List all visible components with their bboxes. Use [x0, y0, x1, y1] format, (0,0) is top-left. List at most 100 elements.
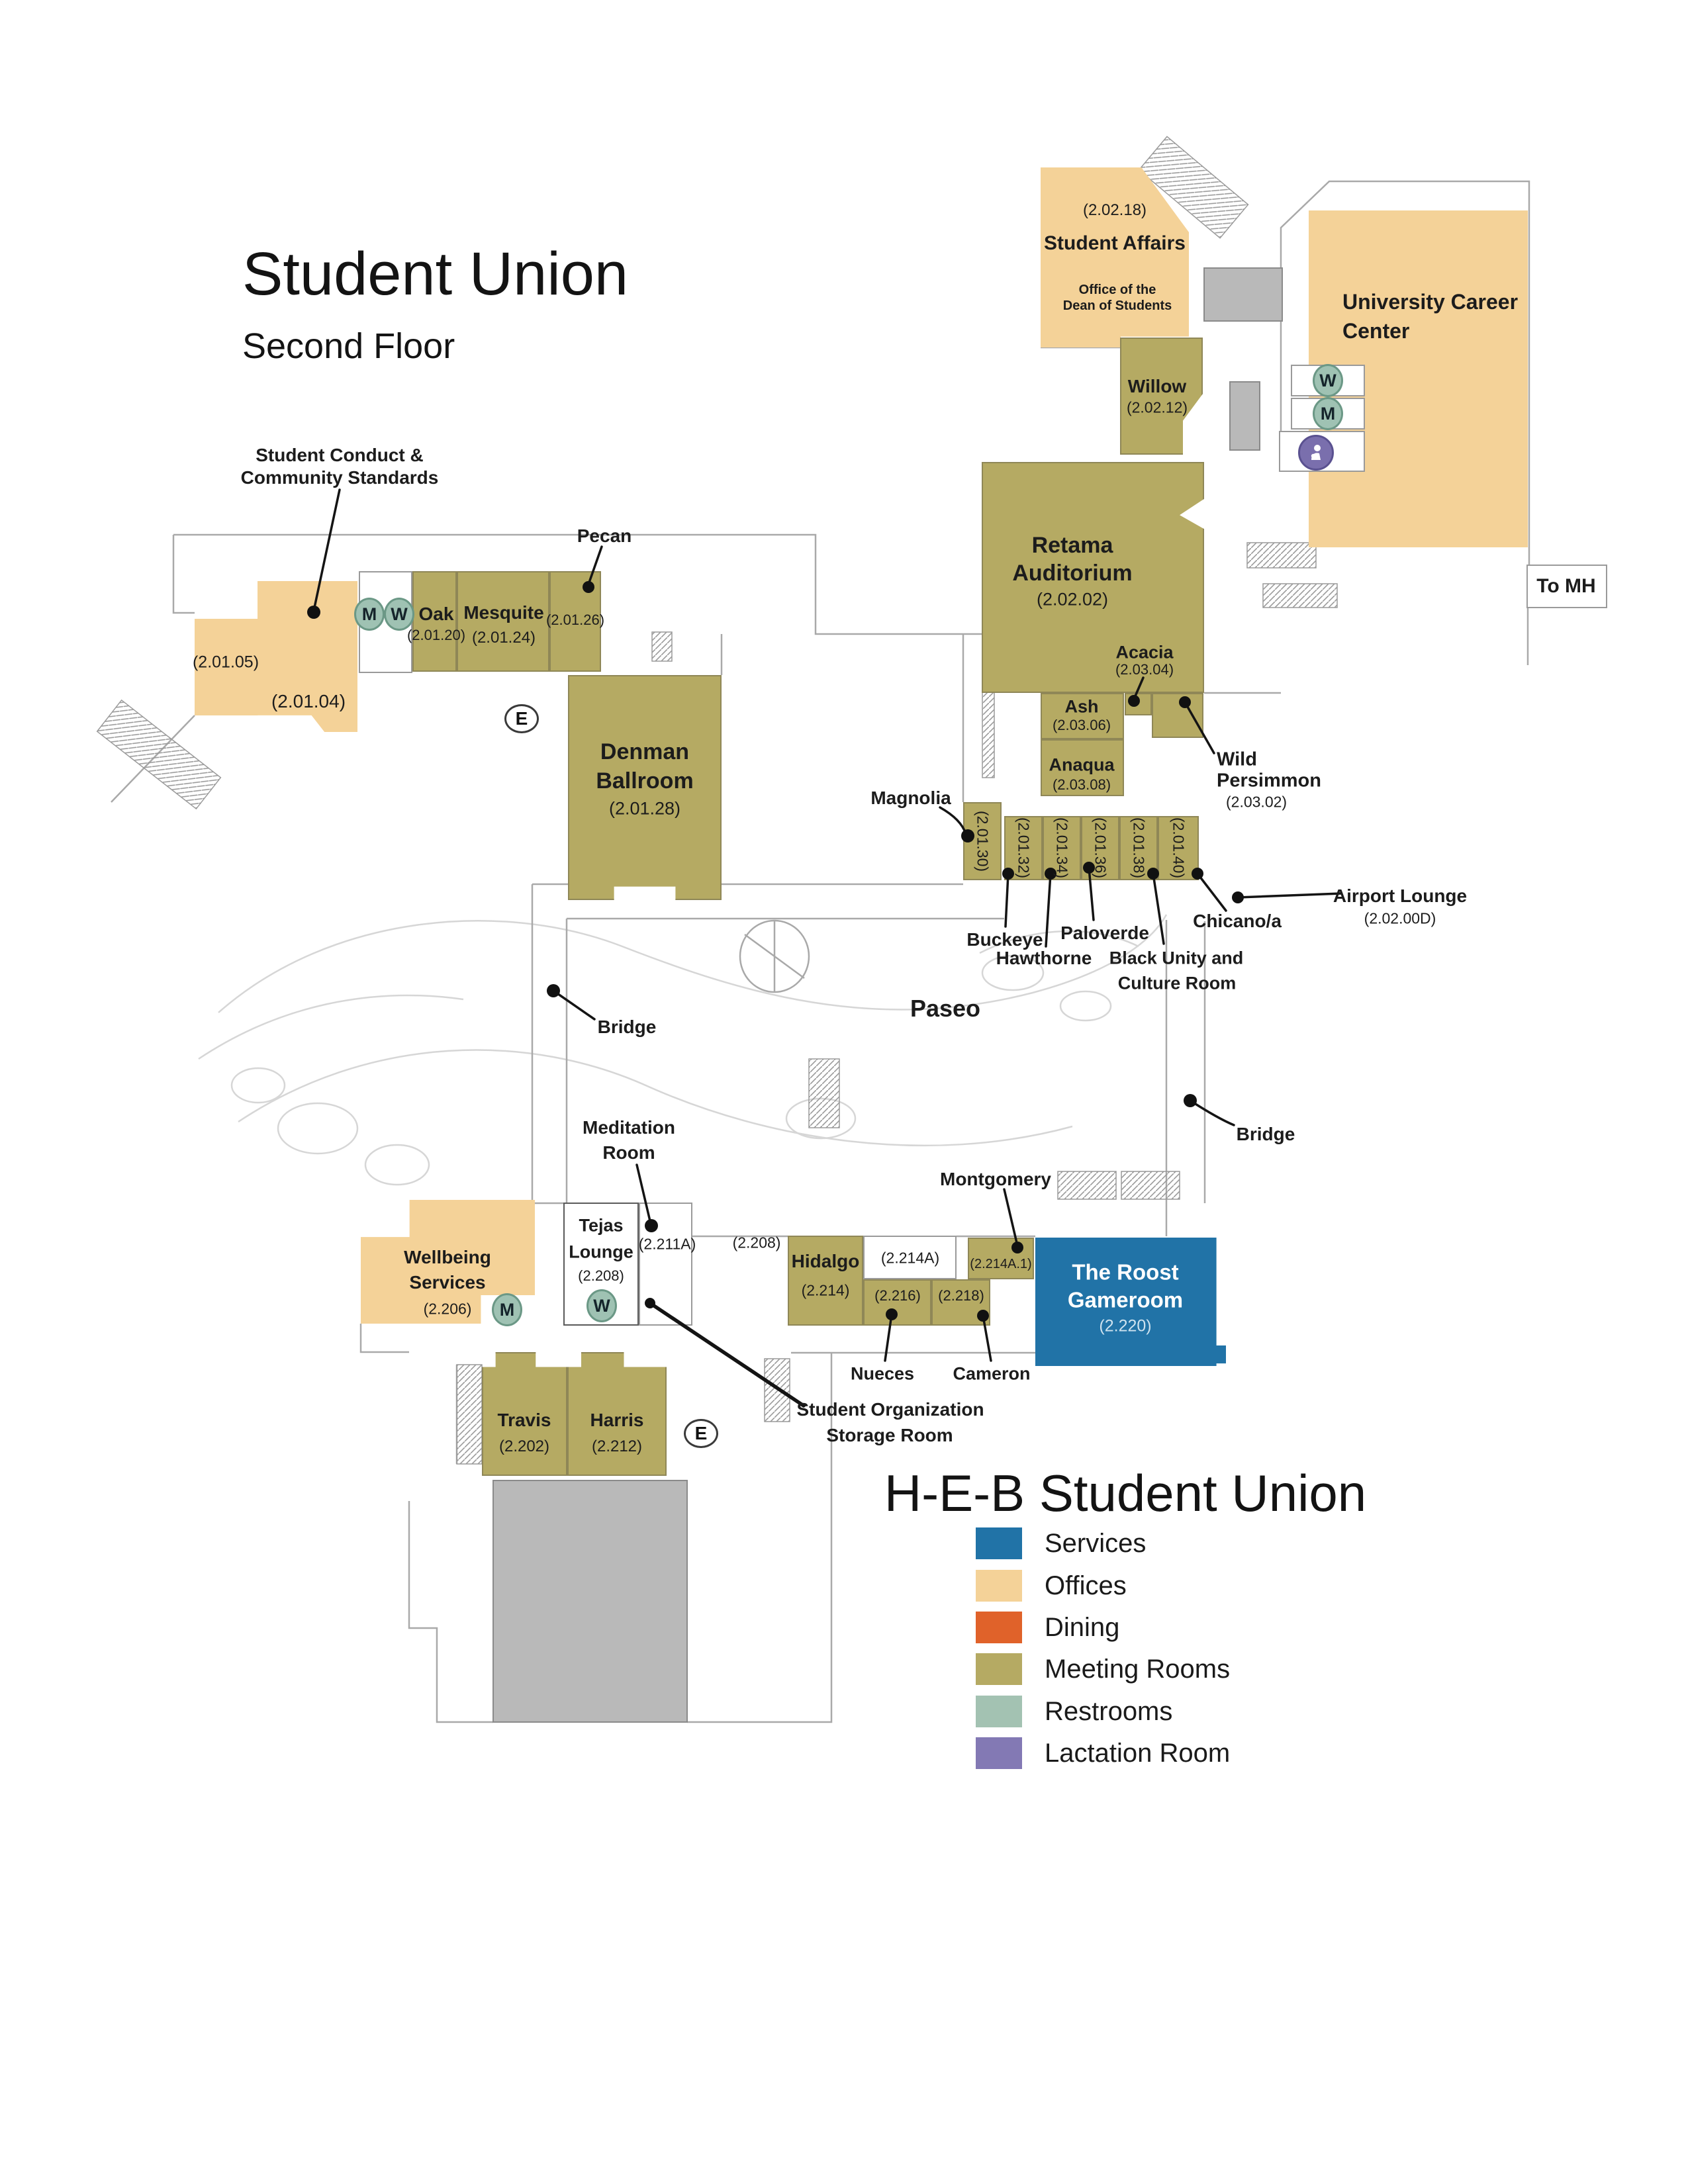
callout-airport-lounge: Airport Lounge — [1333, 886, 1468, 906]
label-code-2-01-04: (2.01.04) — [271, 691, 346, 711]
room-oak — [412, 571, 457, 672]
room-2-01-04-student-conduct — [258, 581, 357, 732]
room-denman-ballroom — [568, 675, 722, 900]
label-roost: The Roost — [1072, 1259, 1179, 1285]
label-code-2-214A: (2.214A) — [880, 1249, 940, 1267]
label-career-center-2: Center — [1342, 319, 1410, 343]
callout-bridge-left: Bridge — [597, 1017, 657, 1037]
callout-meditation-room: Meditation — [583, 1117, 675, 1138]
room-retama-auditorium — [982, 462, 1204, 693]
legend-swatch-lactation-room — [976, 1737, 1022, 1769]
room-2-216 — [863, 1279, 931, 1326]
stairs — [96, 136, 1338, 1465]
legend-item-offices: Offices — [976, 1570, 1127, 1602]
label-code-2-01-34: (2.01.34) — [1053, 817, 1071, 879]
callout-airport-lounge-code: (2.02.00D) — [1364, 909, 1436, 927]
label-paseo: Paseo — [910, 995, 981, 1022]
label-code-2-216: (2.216) — [874, 1287, 921, 1304]
label-wellbeing-2: Services — [409, 1272, 486, 1293]
label-code-2-218: (2.218) — [938, 1287, 984, 1304]
label-roost-2: Gameroom — [1067, 1287, 1184, 1312]
label-sa-office-2: Dean of Students — [1062, 298, 1172, 313]
lactation-room-icon — [1298, 435, 1334, 471]
legend-item-services: Services — [976, 1527, 1146, 1559]
womens-restroom-icon: W — [384, 598, 414, 631]
legend-item-meeting-rooms: Meeting Rooms — [976, 1653, 1230, 1685]
footer-title: H-E-B Student Union — [884, 1464, 1367, 1522]
callout-storage-room: Student Organization — [796, 1399, 984, 1420]
legend-label-lactation-room: Lactation Room — [1045, 1738, 1231, 1768]
room-mesquite — [457, 571, 549, 672]
label-mesquite-code: (2.01.24) — [471, 629, 536, 647]
room-ash — [1041, 693, 1124, 739]
callout-black-unity-2: Culture Room — [1117, 973, 1237, 993]
label-wellbeing: Wellbeing — [404, 1247, 491, 1267]
label-willow: Willow — [1127, 376, 1187, 396]
label-oak: Oak — [418, 604, 454, 624]
callout-paloverde: Paloverde — [1060, 923, 1149, 943]
label-travis-code: (2.202) — [498, 1437, 550, 1455]
label-code-2-01-30: (2.01.30) — [974, 810, 992, 872]
label-pecan-code: (2.01.26) — [545, 612, 605, 628]
callout-buckeye: Buckeye — [966, 929, 1043, 950]
page-title: Student Union — [242, 240, 629, 308]
elevator-icon: E — [504, 704, 539, 733]
legend-label-offices: Offices — [1045, 1570, 1127, 1600]
label-anaqua-code: (2.03.08) — [1052, 776, 1111, 793]
label-oak-code: (2.01.20) — [406, 627, 466, 643]
callout-cameron: Cameron — [953, 1363, 1031, 1384]
label-sa-code: (2.02.18) — [1082, 201, 1147, 219]
room-wild-persimmon — [1152, 693, 1203, 738]
label-career-center: University Career — [1342, 290, 1519, 314]
legend-swatch-dining — [976, 1612, 1022, 1643]
nursing-figure-icon — [1311, 445, 1321, 460]
label-code-2-214A-1: (2.214A.1) — [970, 1257, 1032, 1271]
page-subtitle: Second Floor — [242, 326, 455, 366]
callout-student-conduct: Student Conduct & — [256, 445, 424, 465]
callout-montgomery: Montgomery — [940, 1169, 1051, 1189]
callout-bridge-right: Bridge — [1236, 1124, 1295, 1144]
label-retama: Retama — [1031, 533, 1113, 558]
label-tejas: Tejas — [579, 1215, 624, 1236]
legend-swatch-offices — [976, 1570, 1022, 1602]
legend-swatch-meeting-rooms — [976, 1653, 1022, 1685]
label-willow-code: (2.02.12) — [1126, 398, 1188, 416]
room-roost-gameroom — [1035, 1238, 1226, 1366]
mens-restroom-icon: M — [492, 1293, 522, 1326]
label-ash: Ash — [1064, 696, 1099, 717]
callout-acacia-code: (2.03.04) — [1115, 661, 1174, 678]
label-corridor-2-208: (2.208) — [732, 1234, 781, 1251]
label-harris: Harris — [590, 1410, 644, 1430]
legend-label-services: Services — [1045, 1528, 1147, 1558]
legend-item-lactation-room: Lactation Room — [976, 1737, 1230, 1769]
label-ash-code: (2.03.06) — [1052, 717, 1111, 733]
label-to-mh: To MH — [1536, 575, 1596, 597]
room-2-214A-1 — [968, 1238, 1034, 1279]
mens-restroom-icon: M — [1313, 397, 1343, 430]
legend-swatch-restrooms — [976, 1696, 1022, 1727]
elevator-icon: E — [684, 1419, 718, 1448]
label-code-2-01-36: (2.01.36) — [1092, 817, 1109, 879]
callout-chicano: Chicano/a — [1193, 911, 1282, 931]
legend-label-dining: Dining — [1045, 1612, 1120, 1642]
room-travis — [482, 1352, 567, 1476]
callout-student-conduct-2: Community Standards — [240, 467, 439, 488]
callout-storage-room-2: Storage Room — [826, 1425, 953, 1445]
label-travis: Travis — [497, 1410, 551, 1430]
paseo-landscape-curves — [198, 914, 1168, 1186]
label-code-2-01-32: (2.01.32) — [1015, 817, 1033, 879]
label-retama-2: Auditorium — [1012, 561, 1133, 586]
legend-swatch-services — [976, 1527, 1022, 1559]
callout-magnolia: Magnolia — [870, 788, 951, 808]
label-hidalgo: Hidalgo — [791, 1251, 860, 1271]
callout-wild-persimmon: Wild — [1217, 749, 1257, 770]
label-mesquite: Mesquite — [463, 602, 544, 623]
label-code-2-01-05: (2.01.05) — [192, 653, 259, 672]
label-tejas-2: Lounge — [569, 1242, 633, 1262]
room-harris — [567, 1352, 667, 1476]
legend-label-meeting-rooms: Meeting Rooms — [1045, 1654, 1231, 1684]
callout-wild-persimmon-code: (2.03.02) — [1226, 793, 1288, 811]
